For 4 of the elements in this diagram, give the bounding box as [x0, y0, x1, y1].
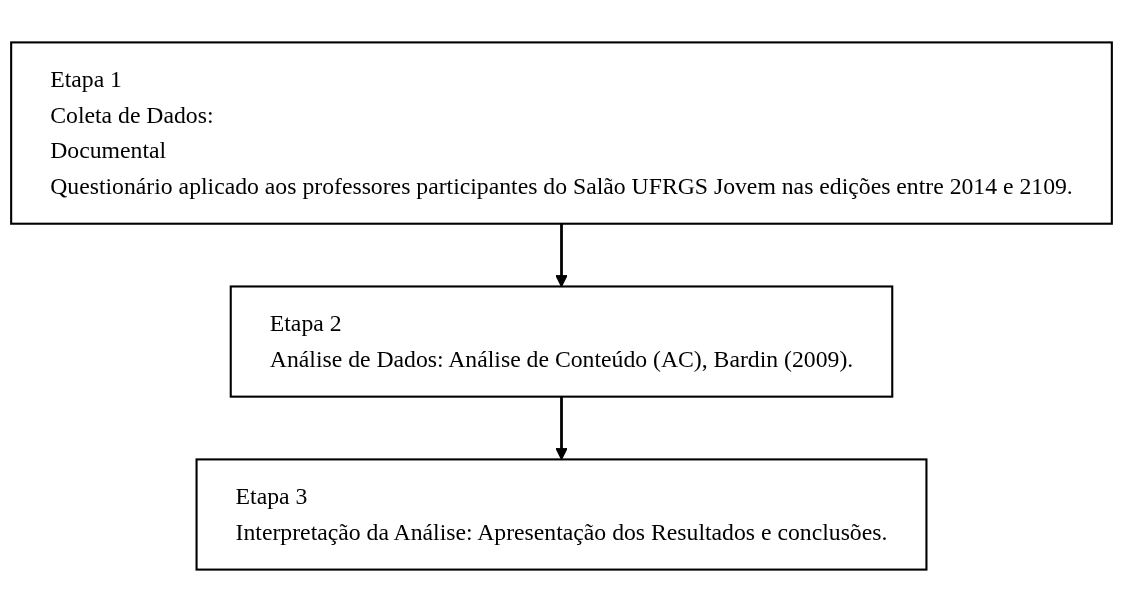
node-box: Etapa 2 Análise de Dados: Análise de Conteúdo (AC), Bardin (2009).: [229, 285, 894, 398]
node-box: Etapa 3 Interpretação da Análise: Apresentação dos Resultados e conclusões.: [195, 458, 928, 571]
node-box: Etapa 1 Coleta de Dados: Documental Questionário aplicado aos professores participantes do Salão UFRGS Jovem nas edições entre 2014 e 2109.: [10, 41, 1113, 225]
arrow: [555, 396, 568, 460]
